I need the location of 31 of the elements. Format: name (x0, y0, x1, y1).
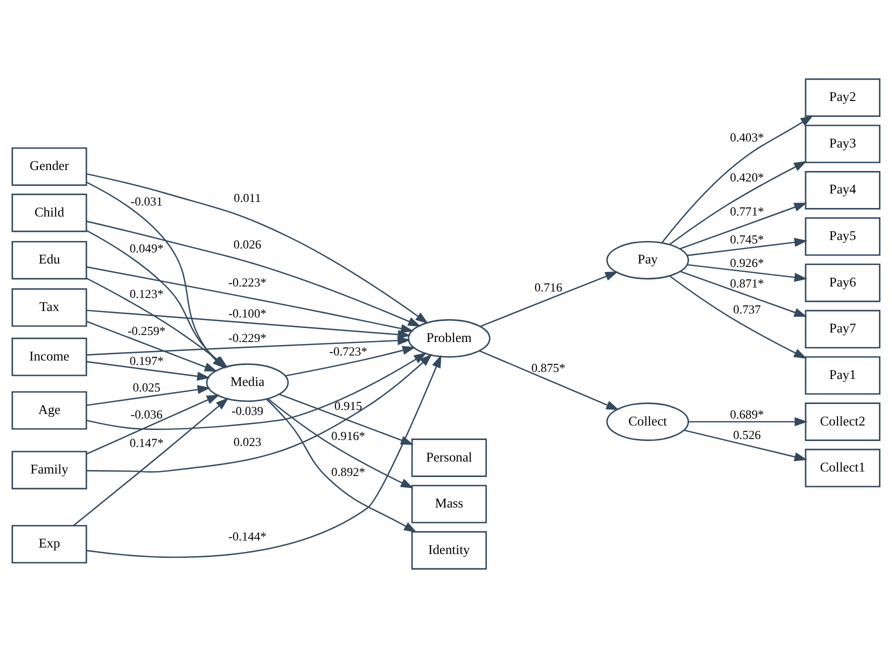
edge-label: 0.737 (733, 302, 761, 316)
edge-label: 0.926* (730, 256, 764, 270)
edge-label: 0.049* (130, 241, 164, 256)
edge-label: 0.123* (130, 286, 164, 300)
edge-label: 0.025 (132, 380, 160, 394)
edge-label: 0.023 (234, 434, 262, 449)
edge-label: 0.892* (331, 464, 366, 478)
edge-label: 0.197* (130, 353, 164, 368)
edge-label: 0.026 (234, 236, 262, 251)
edge-label: 0.011 (234, 190, 262, 205)
edge-label: -0.259* (128, 323, 166, 338)
edge-label: 0.147* (130, 436, 164, 450)
edge-label: -0.223* (228, 275, 266, 290)
edge-label: 0.875* (531, 360, 566, 374)
edge-label: 0.745* (730, 232, 764, 246)
edge-label: 0.716 (534, 280, 562, 294)
edge-label: -0.100* (228, 306, 266, 320)
edge-label: 0.420* (730, 170, 764, 184)
edge-label: -0.036 (130, 406, 163, 421)
edge-label: -0.144* (228, 529, 266, 544)
edge-label: 0.689* (730, 406, 764, 421)
edge-label: 0.771* (730, 204, 764, 218)
edge-label: 0.403* (730, 130, 764, 144)
edge-label: -0.031 (130, 194, 163, 208)
edge-label: 0.871* (730, 276, 764, 290)
edge-label: -0.039 (231, 404, 264, 418)
edge-label: -0.229* (228, 330, 266, 345)
edge-label: 0.526 (733, 427, 761, 442)
edge-label: 0.916* (331, 428, 366, 442)
edge-label: 0.915 (334, 398, 362, 413)
edge-label: -0.723* (329, 344, 368, 358)
